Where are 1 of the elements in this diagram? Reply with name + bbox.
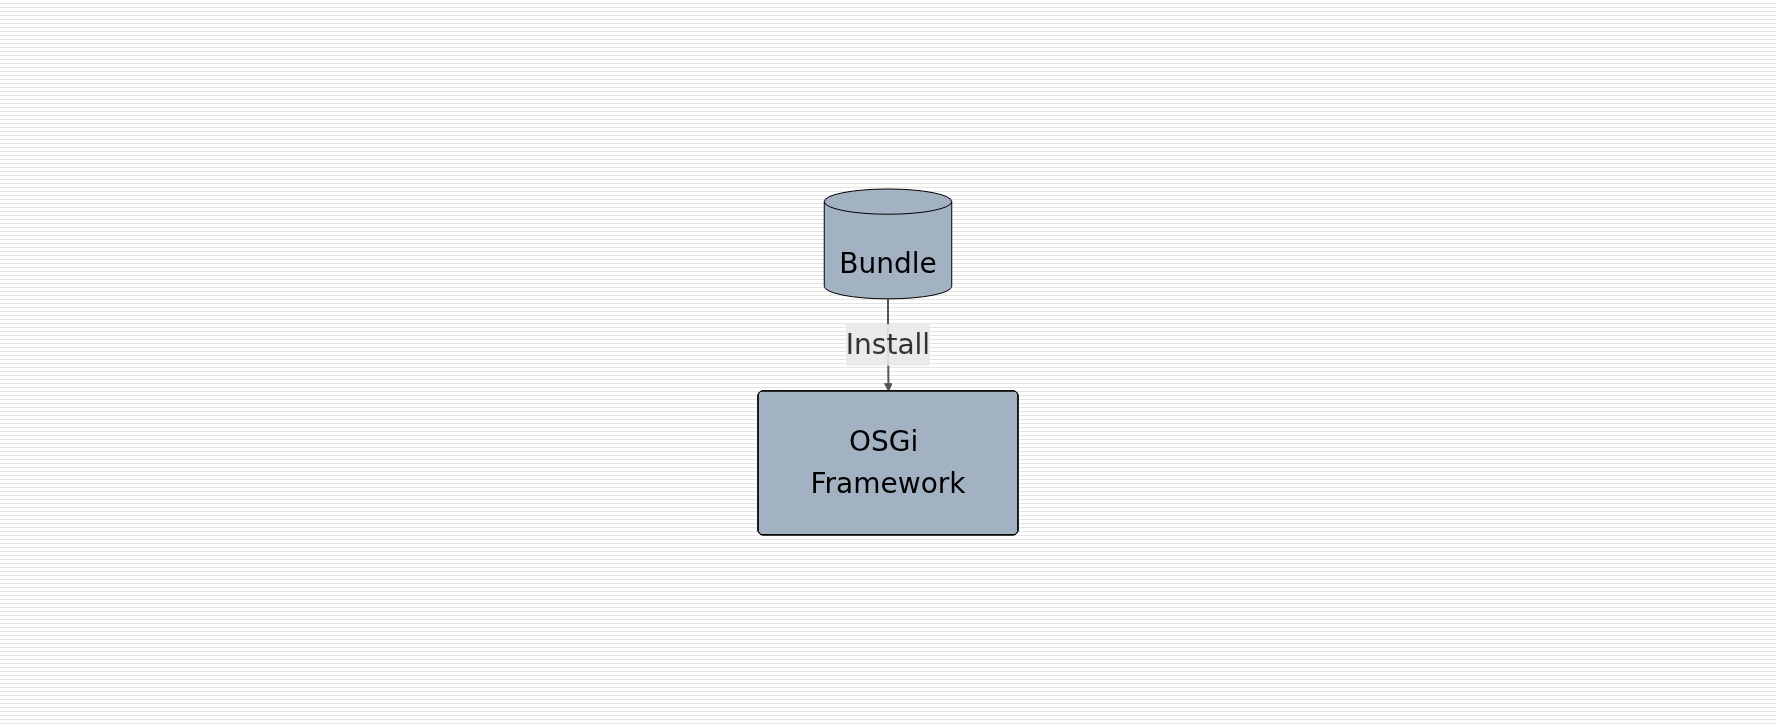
edge-label: Install	[845, 327, 931, 361]
